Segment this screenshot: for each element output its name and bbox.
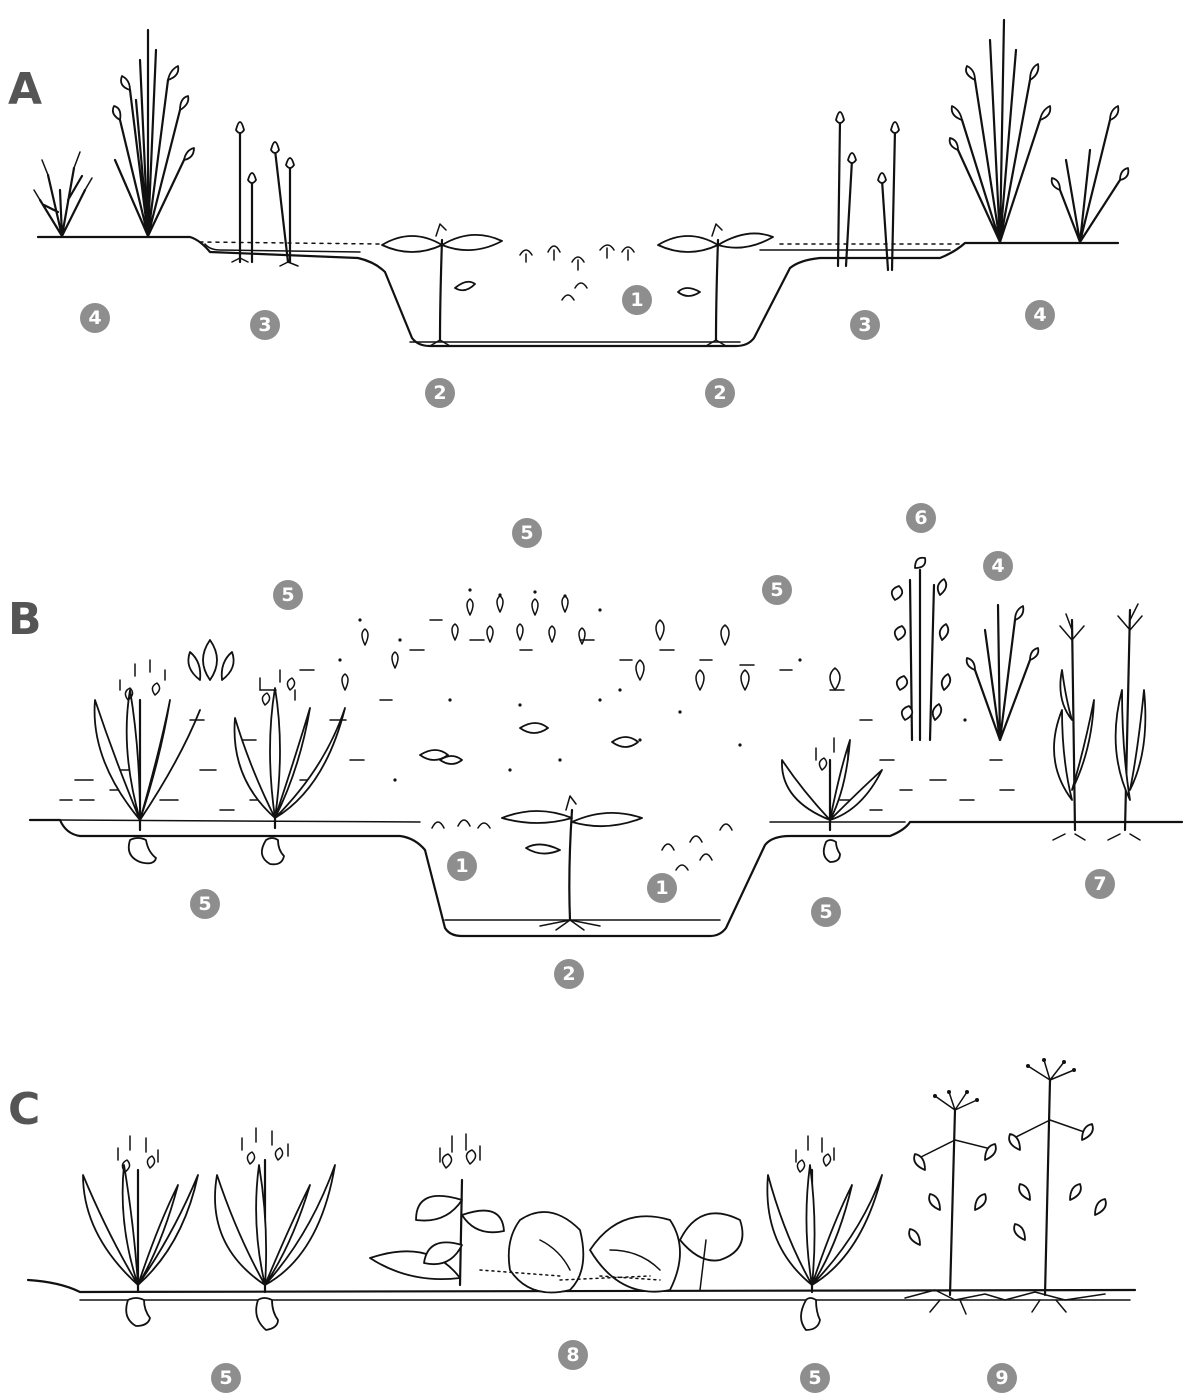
- svg-text:5: 5: [281, 584, 294, 606]
- marker: 1: [647, 873, 677, 903]
- svg-text:1: 1: [455, 855, 468, 877]
- panel-b-floating-plants: [432, 820, 732, 870]
- marker: 1: [622, 285, 652, 315]
- svg-text:1: 1: [655, 877, 668, 899]
- panel-a: A: [8, 20, 1128, 408]
- panel-c-umbellifers-9: [905, 1058, 1106, 1314]
- svg-text:7: 7: [1093, 873, 1106, 895]
- marker: 5: [811, 897, 841, 927]
- panel-b-shrub-4: [967, 605, 1039, 740]
- svg-text:4: 4: [1033, 304, 1046, 326]
- svg-text:5: 5: [198, 893, 211, 915]
- panel-a-label: A: [8, 64, 42, 115]
- panel-a-tall-grass-right: [950, 20, 1051, 242]
- panel-a-cattail-right: [836, 112, 899, 270]
- panel-b-shrub-6: [892, 558, 950, 740]
- svg-text:5: 5: [808, 1367, 821, 1389]
- svg-text:4: 4: [991, 555, 1004, 577]
- panel-b-pondweed: [502, 796, 642, 930]
- panel-b: B: [8, 503, 1182, 989]
- panel-c: C: [8, 1058, 1135, 1393]
- panel-a-ground-profile: [38, 237, 1118, 346]
- panel-a-tall-grass-left: [113, 30, 194, 236]
- panel-a-cattail-left: [232, 122, 298, 266]
- svg-text:5: 5: [819, 901, 832, 923]
- marker: 4: [983, 551, 1013, 581]
- marker: 5: [762, 575, 792, 605]
- panel-c-label: C: [8, 1084, 40, 1135]
- panel-b-iris-right: [782, 738, 882, 862]
- marker: 5: [800, 1363, 830, 1393]
- panel-a-shrub-right: [1052, 106, 1129, 242]
- marker: 9: [987, 1363, 1017, 1393]
- panel-b-tall-plants-7: [1053, 604, 1145, 840]
- panel-a-floating-plants: [520, 245, 634, 300]
- panel-a-pondweed-right: [658, 224, 773, 346]
- marker: 8: [558, 1340, 588, 1370]
- panel-c-markers: 5 8 5 9: [211, 1340, 1017, 1393]
- panel-b-small-meadow-plants: [188, 596, 840, 764]
- svg-text:1: 1: [630, 289, 643, 311]
- svg-text:4: 4: [88, 307, 101, 329]
- svg-text:2: 2: [433, 382, 446, 404]
- marker: 3: [250, 310, 280, 340]
- panel-b-label: B: [8, 594, 42, 645]
- panel-c-iris-3: [767, 1136, 882, 1330]
- marker: 5: [190, 889, 220, 919]
- marker: 5: [211, 1363, 241, 1393]
- svg-text:6: 6: [914, 507, 927, 529]
- svg-text:8: 8: [566, 1344, 579, 1366]
- svg-text:2: 2: [713, 382, 726, 404]
- panel-c-broadleaf-cluster-8: [370, 1134, 743, 1293]
- panel-a-pondweed-left: [382, 224, 502, 346]
- marker: 2: [554, 959, 584, 989]
- svg-text:5: 5: [520, 522, 533, 544]
- svg-text:9: 9: [995, 1367, 1008, 1389]
- marker: 2: [425, 378, 455, 408]
- marker: 4: [1025, 300, 1055, 330]
- marker: 6: [906, 503, 936, 533]
- marker: 7: [1085, 869, 1115, 899]
- marker: 4: [80, 303, 110, 333]
- panel-c-iris-1: [83, 1136, 198, 1326]
- svg-text:3: 3: [258, 314, 271, 336]
- panel-a-shrub-left-small: [34, 152, 92, 236]
- marker: 5: [273, 580, 303, 610]
- marker: 2: [705, 378, 735, 408]
- svg-text:5: 5: [770, 579, 783, 601]
- marker: 1: [447, 851, 477, 881]
- panel-b-iris-left-1: [95, 660, 200, 863]
- marker: 3: [850, 310, 880, 340]
- svg-text:5: 5: [219, 1367, 232, 1389]
- svg-text:2: 2: [562, 963, 575, 985]
- svg-text:3: 3: [858, 314, 871, 336]
- marker: 5: [512, 518, 542, 548]
